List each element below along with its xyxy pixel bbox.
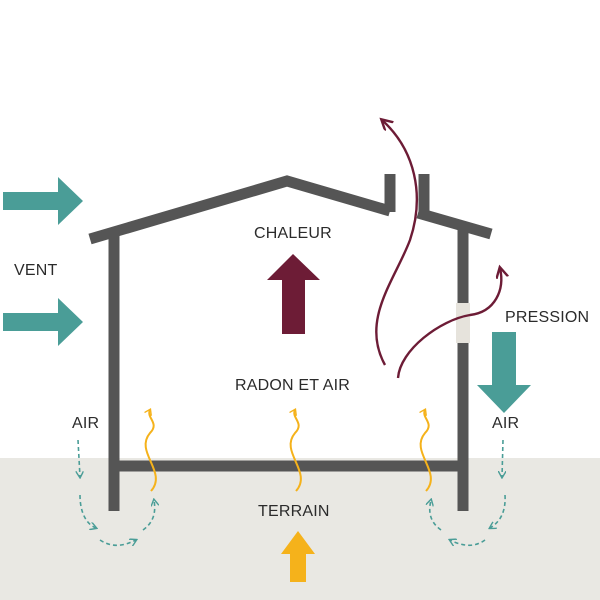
exhaust-curve-chimney: [375, 120, 418, 366]
roof-left: [88, 175, 392, 245]
wall-vent: [456, 303, 470, 343]
heat-label: CHALEUR: [254, 225, 332, 242]
air-flow-right-up: [430, 500, 442, 531]
air-flow-left-bottom: [99, 540, 136, 545]
pressure-arrow-icon: [477, 332, 531, 413]
radon-wave: [291, 410, 302, 492]
radon-air-label: RADON ET AIR: [235, 377, 351, 394]
pressure-label: PRESSION: [505, 309, 590, 326]
roof-right: [416, 207, 493, 240]
heat-arrow-icon: [267, 254, 320, 334]
wind-arrow-icon: [3, 177, 83, 225]
air-flow-right-curve: [490, 494, 506, 528]
house: [88, 174, 493, 511]
air-flow-left-curve: [79, 494, 96, 528]
air-flow-right-down: [502, 439, 503, 477]
air-flow-left-down: [78, 439, 80, 477]
wind-label: VENT: [14, 262, 58, 279]
air-flow-right-bottom: [450, 540, 486, 545]
exhaust-curve-vent: [396, 268, 501, 379]
soil-arrow-icon: [281, 531, 315, 582]
air-label-right: AIR: [492, 415, 520, 432]
radon-wave: [421, 410, 432, 492]
ground-label: TERRAIN: [258, 503, 330, 520]
wind-arrow-icon: [3, 298, 83, 346]
radon-waves: [146, 410, 432, 492]
air-circulation: [78, 439, 506, 545]
air-label-left: AIR: [72, 415, 100, 432]
air-flow-left-up: [142, 500, 155, 531]
radon-wave: [146, 410, 157, 492]
